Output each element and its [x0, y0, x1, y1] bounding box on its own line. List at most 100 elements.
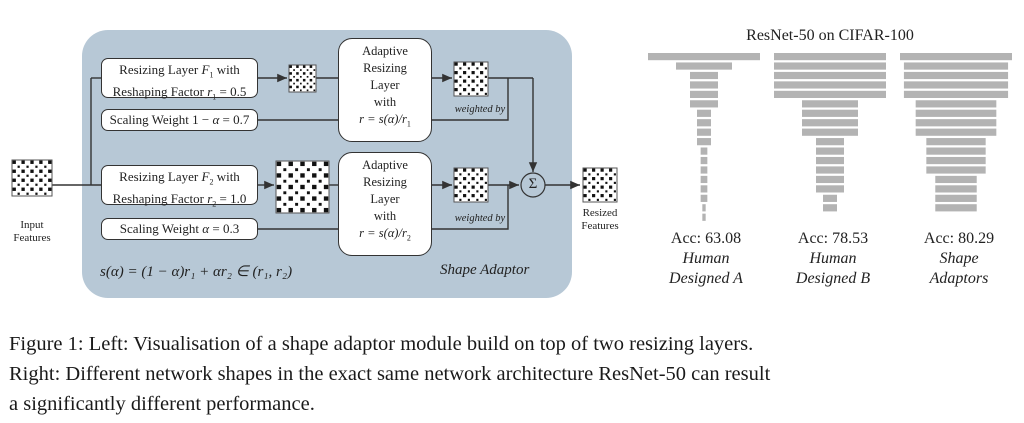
feature-map-cell: [583, 168, 587, 172]
shape-bar-c-10: [926, 147, 986, 155]
feature-map-cell: [600, 185, 604, 189]
feature-map-cell: [600, 194, 604, 198]
feature-map-cell: [21, 187, 25, 191]
feature-map-cell: [288, 196, 293, 201]
feature-map-cell: [296, 72, 299, 75]
shape-bar-a-7: [697, 119, 711, 127]
feature-map-cell: [484, 84, 487, 87]
column-b-label: Acc: 78.53 Human Designed B: [768, 229, 898, 289]
output-label-line1: Resized: [582, 207, 618, 219]
feature-map-cell: [596, 173, 599, 176]
feature-map-cell: [44, 192, 47, 195]
input-label-line1: Input: [20, 219, 44, 231]
shape-bar-c-8: [915, 128, 997, 136]
adaptive1-formula: r = s(α)/r1: [359, 112, 411, 129]
feature-map-cell: [471, 168, 475, 172]
feature-map-cell: [605, 181, 608, 184]
feature-map-cell: [312, 161, 317, 167]
feature-map-cell: [467, 198, 470, 201]
feature-map-cell: [454, 88, 458, 92]
feature-map-cell: [312, 207, 317, 213]
feature-map-cell: [300, 161, 305, 167]
shape-bar-c-5: [915, 100, 997, 108]
feature-map-cell: [476, 190, 479, 193]
feature-map-cell: [467, 67, 470, 70]
feature-map-cell: [312, 173, 317, 178]
adaptive2-line: Adaptive: [362, 158, 408, 172]
feature-map-cell: [583, 185, 587, 189]
feature-map-cell: [476, 173, 479, 176]
feature-map-cell: [312, 196, 317, 201]
shape-bar-b-14: [816, 185, 844, 193]
column-b-name-line1: Human: [809, 250, 857, 267]
feature-map-cell: [484, 173, 487, 176]
feature-map-cell: [467, 190, 470, 193]
feature-map-cell: [12, 178, 16, 182]
column-b-accuracy: Acc: 78.53: [797, 230, 869, 247]
feature-map-cell: [613, 198, 616, 201]
shape-bar-b-4: [774, 90, 886, 98]
feature-map-cell: [302, 65, 306, 68]
feature-map-cell: [323, 207, 329, 213]
chart-title: ResNet-50 on CIFAR-100: [746, 27, 914, 44]
feature-map-cell: [12, 160, 16, 164]
feature-map-cell: [288, 207, 293, 213]
feature-map-cell: [459, 67, 462, 70]
feature-map-cell: [467, 84, 470, 87]
shape-bar-b-6: [802, 109, 858, 117]
shape-bar-a-0: [648, 53, 760, 61]
feature-map-cell: [313, 82, 316, 85]
feature-map-cell: [609, 177, 613, 181]
feature-map-cell: [296, 85, 299, 89]
resized-features-label: Resized Features: [574, 207, 626, 233]
feature-map-cell: [592, 177, 596, 181]
column-b-name-line2: Designed B: [795, 270, 871, 287]
feature-map-cell: [288, 173, 293, 178]
shape-bar-c-15: [935, 194, 977, 202]
resizing-layer-1-line2: Reshaping Factor r1 = 0.5: [112, 83, 247, 102]
shape-bar-c-6: [915, 109, 997, 117]
feature-map-cell: [35, 165, 38, 168]
shape-bar-b-0: [774, 53, 886, 61]
feature-map-cell: [289, 78, 292, 82]
feature-map-cell: [295, 168, 299, 172]
feature-map-cell: [302, 85, 306, 89]
feature-map-cell: [295, 202, 299, 206]
shape-bar-a-2: [690, 71, 718, 80]
feature-map-cell: [454, 79, 458, 83]
feature-map-cell: [35, 192, 38, 195]
shape-bar-a-6: [697, 109, 711, 117]
feature-map-cell: [463, 79, 467, 83]
feature-map-cell: [323, 161, 329, 167]
feature-map-cell: [296, 78, 299, 82]
resizing-layer-1-box: Resizing Layer F1 with Reshaping Factor …: [101, 58, 258, 101]
feature-map-cell: [459, 190, 462, 193]
shape-bar-b-11: [816, 156, 844, 165]
feature-map-cell: [306, 191, 310, 195]
feature-map-cell: [484, 190, 487, 193]
feature-map-cell: [454, 62, 458, 66]
feature-map-cell: [480, 62, 484, 66]
feature-map-cell: [283, 179, 287, 183]
feature-map-cell: [309, 65, 313, 68]
shape-bar-a-14: [700, 185, 708, 193]
feature-map-cell: [459, 92, 462, 95]
adaptive2-line: Layer: [370, 192, 400, 206]
feature-map-cell: [613, 181, 616, 184]
feature-map-cell: [293, 89, 295, 92]
feature-map-cell: [463, 88, 467, 92]
feature-map-cell: [471, 71, 475, 75]
shape-bar-a-15: [700, 194, 708, 202]
feature-map-cell: [48, 178, 52, 182]
feature-map-cell: [30, 187, 34, 191]
shape-bar-b-1: [774, 62, 886, 70]
caption-line: Right: Different network shapes in the e…: [9, 363, 771, 385]
shape-bar-b-10: [816, 147, 844, 155]
branch1-adapted-feature-map-icon: [453, 61, 489, 97]
branch1-feature-map-icon: [288, 64, 317, 93]
feature-map-cell: [588, 198, 591, 201]
feature-map-cell: [300, 196, 305, 201]
column-c-label: Acc: 80.29 Shape Adaptors: [894, 229, 1024, 289]
feature-map-cell: [476, 181, 479, 184]
